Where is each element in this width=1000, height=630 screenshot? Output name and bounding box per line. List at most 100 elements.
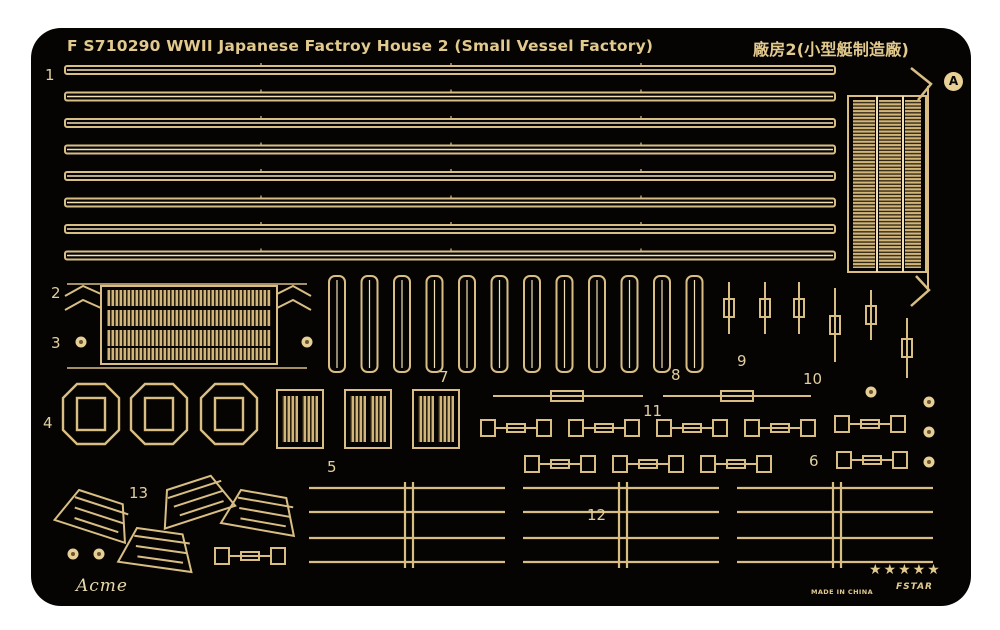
fan-rung (74, 517, 119, 534)
part-6-connector-pieces (214, 415, 908, 565)
part-number-5: 5 (327, 458, 337, 476)
fan-outline (52, 488, 127, 545)
round-tab-hole (927, 430, 931, 434)
fret-parts-drawing (52, 63, 935, 574)
fan-outline (219, 488, 296, 538)
connector-end (568, 419, 584, 437)
bracket-body (759, 298, 771, 318)
maker-logo: FSTAR (896, 582, 933, 592)
fan-rung (240, 517, 286, 528)
part-12-railings (309, 482, 933, 568)
connector-mid (770, 423, 790, 433)
fan-outline (163, 474, 237, 530)
part-9-10-brackets (723, 282, 913, 378)
rail (64, 144, 836, 155)
part-4-octagonal-frames (61, 382, 259, 446)
fan-rung (135, 545, 187, 555)
rail (64, 197, 836, 208)
fret-title: F S710290 WWII Japanese Factroy House 2 … (67, 37, 654, 55)
rail (64, 250, 836, 261)
rail (64, 171, 836, 181)
round-tab-hole (71, 552, 75, 556)
vertical-loop (425, 275, 444, 373)
round-tab-hole (927, 460, 931, 464)
photo-etch-fret: F S710290 WWII Japanese Factroy House 2 … (31, 28, 971, 606)
connector-end (834, 415, 850, 433)
vertical-loop (360, 275, 379, 373)
connector-end (744, 419, 760, 437)
fan-piece (219, 488, 296, 538)
part-5-window-frames (276, 389, 460, 449)
connector-mid (594, 423, 614, 433)
window-frame (412, 389, 460, 449)
connector-mid (638, 459, 658, 469)
fan-outline (116, 526, 193, 574)
connector-end (612, 455, 628, 473)
connector-end (800, 419, 816, 437)
window-slats (438, 396, 454, 442)
window-slats (302, 396, 318, 442)
rail (64, 91, 836, 102)
fan-rung (239, 506, 290, 518)
connector-end (890, 415, 906, 433)
part-number-1: 1 (45, 66, 55, 84)
octagon-frame (129, 382, 189, 446)
fret-title-chinese: 廠房2(小型艇制造廠) (753, 40, 909, 59)
window-slats (282, 396, 298, 442)
part-2-shutter-door (64, 283, 312, 369)
connector-end (712, 419, 728, 437)
part-number-3: 3 (51, 334, 61, 352)
vertical-loop (523, 275, 541, 373)
connector-end (756, 455, 772, 473)
connector-mid (550, 459, 570, 469)
part-number-2: 2 (51, 284, 61, 302)
connector-end (700, 455, 716, 473)
round-tab-hole (869, 390, 873, 394)
connector-mid (862, 455, 882, 465)
fan-rung (134, 534, 190, 545)
octagon-window (75, 396, 107, 432)
octagon-frame (199, 382, 259, 446)
round-tab-hole (305, 340, 309, 344)
rail (64, 224, 836, 234)
fan-rung (74, 496, 129, 516)
part-number-8: 8 (671, 366, 681, 384)
vertical-loop (490, 275, 509, 373)
connector-mid (726, 459, 746, 469)
round-tab-hole (79, 340, 83, 344)
maker-stars: ★★★★★ (869, 562, 942, 578)
fan-rung (74, 506, 124, 525)
brand-signature: Acme (76, 576, 128, 596)
part-13-fan-parts (52, 474, 296, 574)
vertical-loop (653, 275, 671, 373)
window-frame (344, 389, 392, 449)
bracket-body (901, 338, 913, 358)
round-tab-hole (97, 552, 101, 556)
rail (64, 118, 836, 128)
sheet-letter-badge: A (944, 72, 963, 91)
fan-piece (116, 526, 193, 574)
vertical-loop (458, 275, 476, 373)
part-number-4: 4 (43, 414, 53, 432)
connector-mid (860, 419, 880, 429)
window-frame (276, 389, 324, 449)
window-slats (418, 396, 434, 442)
connector-mid (240, 551, 260, 561)
part-7-8-vertical-loops (328, 275, 704, 373)
connector-mid (682, 423, 702, 433)
octagon-window (143, 396, 175, 432)
vertical-loop (588, 275, 606, 373)
vertical-loop (328, 275, 346, 373)
part-number-7: 7 (439, 368, 449, 386)
vertical-loop (555, 275, 574, 373)
connector-end (668, 455, 684, 473)
part-number-11: 11 (643, 402, 663, 420)
bracket-body (723, 298, 735, 318)
connector-mid (506, 423, 526, 433)
fan-rung (167, 479, 222, 500)
round-tab-hole (927, 400, 931, 404)
part-1-long-rails (64, 63, 836, 261)
octagon-frame (61, 382, 121, 446)
fan-rung (137, 555, 184, 564)
fan-piece (163, 474, 237, 530)
